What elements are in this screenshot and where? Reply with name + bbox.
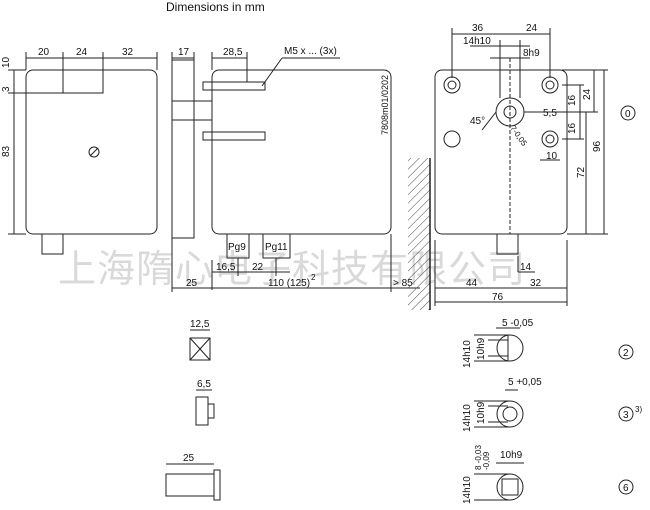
side-view: [171, 52, 420, 292]
gland-label-pg11: Pg11: [265, 242, 288, 253]
front-view: [8, 52, 158, 255]
rear-tolerance: 7-0,05: [508, 124, 529, 148]
rear-dim-96: 96: [592, 140, 603, 152]
part-25: [165, 473, 215, 497]
side-dim-22: 22: [252, 262, 264, 273]
rear-dim-76: 76: [492, 292, 504, 303]
front-dim-3: 3: [1, 86, 12, 92]
variant-ref-6: 6: [623, 483, 629, 494]
rear-angle: 45°: [470, 116, 485, 127]
front-view-body: [25, 69, 158, 235]
side-view-body: [211, 69, 392, 235]
thread-note: M5 x ... (3x): [284, 46, 337, 57]
rear-dim-44: 44: [466, 278, 478, 289]
shaft-variants: [474, 327, 634, 501]
variant-3-shaft: [496, 400, 524, 428]
variant-6-dim-d: -0,09: [482, 451, 491, 470]
part-dim-25: 25: [183, 453, 195, 464]
part-dim-12-5: 12,5: [190, 319, 210, 330]
rear-dim-5-5: 5,5: [543, 108, 557, 119]
small-parts: [165, 329, 221, 501]
clearance-dim: > 85: [393, 278, 413, 289]
variant-6-dim-b: 14h10: [462, 476, 473, 504]
rear-dim-32: 32: [530, 278, 542, 289]
variant-3-dim-a: 5 +0,05: [508, 377, 542, 388]
variant-6-shaft: [496, 473, 524, 501]
mounting-wall: [408, 158, 431, 310]
variant-ref-3-note: 3): [635, 405, 642, 414]
rear-dim-14h10: 14h10: [463, 36, 491, 47]
rear-mount-hole-1: [443, 76, 461, 94]
variant-6-dim-a: 10h9: [500, 450, 523, 461]
front-dim-20: 20: [38, 47, 50, 58]
front-view-top-tab: [62, 69, 104, 94]
side-view-shaft: [171, 100, 213, 121]
side-dim-note-2: 2: [311, 273, 316, 282]
front-dim-10: 10: [1, 56, 12, 68]
rear-mount-hole-2: [541, 76, 559, 94]
side-view-screw-2: [202, 131, 266, 141]
variant-ref-2-circle: [618, 344, 634, 360]
side-dim-110: 110 (125): [268, 278, 310, 289]
rear-dim-8h9: 8h9: [523, 48, 540, 59]
variant-ref-0: 0: [625, 109, 631, 120]
rear-dim-24b: 24: [582, 88, 593, 100]
side-dim-17: 17: [178, 47, 190, 58]
front-dim-24: 24: [76, 47, 88, 58]
variant-3-dim-c: 10h9: [476, 401, 487, 424]
variant-2-dim-c: 10h9: [476, 337, 487, 360]
front-dim-83: 83: [1, 145, 12, 157]
variant-2-dim-a: 5 -0,05: [502, 318, 534, 329]
watermark-text: 上海隋心电子科技有限公司: [58, 247, 527, 291]
gland-label-pg9: Pg9: [228, 242, 246, 253]
side-view-bracket: [171, 59, 195, 239]
part-dim-6-5: 6,5: [197, 379, 211, 390]
drawing-title: Dimensions in mm: [166, 0, 265, 14]
variant-3-dim-b: 14h10: [462, 404, 473, 432]
rear-dim-72: 72: [576, 166, 587, 178]
rear-dim-16a: 16: [567, 94, 578, 106]
variant-2-shaft: [496, 334, 524, 362]
side-dim-16-5: 16,5: [216, 262, 236, 273]
part-6-5: [195, 396, 209, 426]
side-dim-25: 25: [186, 278, 198, 289]
side-view-screw-1: [202, 81, 266, 91]
drawing-code: 7808m01/0202: [380, 75, 390, 135]
variant-ref-0-circle: [620, 105, 636, 121]
rear-mount-hole-4: [443, 130, 461, 148]
variant-6-dim-c: 8 -0,03: [474, 445, 483, 470]
variant-ref-3: 3: [623, 410, 629, 421]
rear-bottom-shaft: [496, 233, 519, 255]
rear-mount-hole-3: [541, 130, 559, 148]
rear-dim-36: 36: [472, 23, 484, 34]
part-12-5: [189, 337, 211, 361]
side-dim-28-5: 28,5: [223, 47, 243, 58]
rear-view: [434, 28, 636, 306]
variant-ref-3-circle: [618, 406, 634, 422]
front-dim-32: 32: [122, 47, 134, 58]
variant-ref-6-circle: [618, 479, 634, 495]
rear-dim-10: 10: [546, 151, 558, 162]
rear-dim-14: 14: [520, 262, 532, 273]
variant-2-dim-b: 14h10: [462, 340, 473, 368]
rear-dim-24: 24: [526, 23, 538, 34]
front-view-shaft: [41, 233, 64, 255]
rear-dim-16b: 16: [567, 122, 578, 134]
front-view-screw: [88, 146, 100, 158]
variant-ref-2: 2: [623, 348, 629, 359]
